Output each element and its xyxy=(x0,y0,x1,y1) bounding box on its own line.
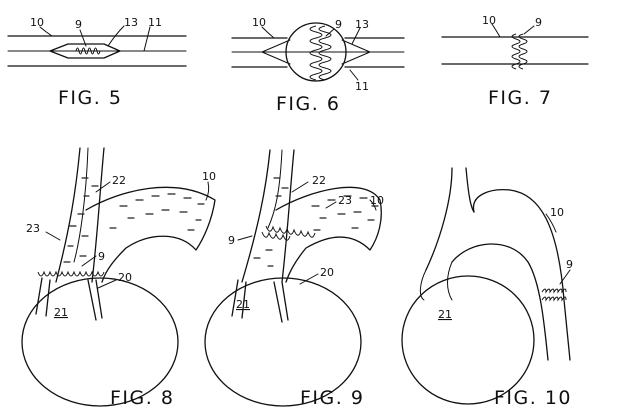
fig6-cone-left xyxy=(261,39,291,65)
fig8-aortic-arch-10 xyxy=(85,186,216,283)
fig6-leader-11 xyxy=(349,69,359,81)
fig9-label-9: 9 xyxy=(228,234,235,247)
fig6-label-11: 11 xyxy=(355,80,369,93)
fig9-label-21: 21 xyxy=(236,298,250,311)
fig10-upper-vessel xyxy=(425,167,475,271)
fig9-coil-spring-9 xyxy=(265,225,316,238)
fig6-label-9: 9 xyxy=(335,18,342,31)
fig10-root xyxy=(419,261,453,301)
fig7-leader-9 xyxy=(523,25,535,35)
fig6-label-13: 13 xyxy=(355,18,369,31)
fig10-leader-9 xyxy=(559,269,571,285)
fig5-leader-11 xyxy=(143,26,151,52)
fig9-label-23: 23 xyxy=(338,194,352,207)
fig8-label-9: 9 xyxy=(98,250,105,263)
fig6-expanded-sheath xyxy=(285,22,347,82)
fig9-sheath-20 xyxy=(231,279,289,323)
figure-7: 10 9 FIG. 7 xyxy=(441,14,589,109)
fig9-leader-10 xyxy=(369,199,377,211)
figure-10: 10 9 21 FIG. 10 xyxy=(401,167,573,409)
fig6-coil-spring-2 xyxy=(318,25,332,81)
fig8-leader-23 xyxy=(45,231,61,241)
fig9-blood-23 xyxy=(253,177,379,267)
fig8-caption: FIG. 8 xyxy=(110,387,174,409)
fig8-label-21: 21 xyxy=(54,306,68,319)
fig7-coil-spring-2 xyxy=(518,33,528,70)
fig10-ventricle xyxy=(401,275,535,405)
fig5-label-13: 13 xyxy=(124,16,138,29)
fig5-sheath xyxy=(49,43,121,59)
fig8-sheath-20 xyxy=(35,277,103,321)
figure-8: 22 10 23 9 20 21 FIG. 8 xyxy=(21,147,216,409)
fig9-caption: FIG. 9 xyxy=(300,387,364,409)
fig5-vessel-wall xyxy=(7,35,187,67)
fig8-ventricle xyxy=(21,277,179,407)
fig6-leader-9 xyxy=(325,28,335,37)
fig8-label-23: 23 xyxy=(26,222,40,235)
fig5-leader-13 xyxy=(107,25,125,47)
fig10-coil-spring-9 xyxy=(541,288,567,302)
fig5-label-10: 10 xyxy=(30,16,44,29)
fig10-aortic-arch-10 xyxy=(451,189,571,361)
fig6-coil-spring xyxy=(309,25,323,81)
fig9-vessel-22 xyxy=(241,149,295,283)
fig6-vessel-wall xyxy=(231,37,405,68)
fig8-label-22: 22 xyxy=(112,174,126,187)
fig8-blood-23 xyxy=(63,177,205,263)
fig6-cone-right xyxy=(341,39,371,65)
fig8-label-10: 10 xyxy=(202,170,216,183)
fig10-label-9: 9 xyxy=(566,258,573,271)
fig7-label-10: 10 xyxy=(482,14,496,27)
fig9-label-22: 22 xyxy=(312,174,326,187)
fig9-label-20: 20 xyxy=(320,266,334,279)
fig7-caption: FIG. 7 xyxy=(488,87,552,109)
fig5-label-11: 11 xyxy=(148,16,162,29)
figure-9: 22 23 10 9 20 21 FIG. 9 xyxy=(204,149,384,409)
fig9-leader-9 xyxy=(237,235,253,241)
fig7-leader-10 xyxy=(491,23,501,38)
fig5-leader-9 xyxy=(79,29,87,47)
fig7-coil-spring xyxy=(511,33,521,70)
fig8-leader-9 xyxy=(81,255,97,267)
fig8-leader-20 xyxy=(97,279,117,289)
fig8-coil-spring-9 xyxy=(37,270,105,277)
fig9-aortic-arch-10 xyxy=(275,186,382,283)
fig8-leader-22 xyxy=(95,181,111,193)
fig7-label-9: 9 xyxy=(535,16,542,29)
fig5-label-9: 9 xyxy=(75,18,82,31)
fig8-vessel-22 xyxy=(55,147,105,283)
fig6-leader-10 xyxy=(261,26,275,39)
fig5-leader-10 xyxy=(39,26,53,37)
fig10-caption: FIG. 10 xyxy=(494,387,572,409)
fig9-catheter xyxy=(267,149,283,229)
fig8-label-20: 20 xyxy=(118,271,132,284)
figure-6: 10 9 13 11 FIG. 6 xyxy=(231,16,405,115)
fig9-leader-22 xyxy=(291,181,309,193)
fig9-leader-23 xyxy=(325,201,337,209)
fig10-leader-10 xyxy=(545,213,557,233)
fig6-caption: FIG. 6 xyxy=(276,93,340,115)
fig6-label-10: 10 xyxy=(252,16,266,29)
fig9-label-10: 10 xyxy=(370,194,384,207)
fig10-label-10: 10 xyxy=(550,206,564,219)
fig5-coil-spring xyxy=(75,47,101,55)
fig8-catheter xyxy=(73,147,89,263)
fig10-label-21: 21 xyxy=(438,308,452,321)
fig7-vessel-wall xyxy=(441,36,589,65)
fig5-caption: FIG. 5 xyxy=(58,87,122,109)
fig9-coil-spring-9b xyxy=(261,231,291,241)
fig6-leader-13 xyxy=(351,27,361,45)
fig8-leader-10 xyxy=(205,181,210,201)
figure-5: 10 9 13 11 FIG. 5 xyxy=(7,16,187,109)
fig9-leader-20 xyxy=(299,273,319,285)
